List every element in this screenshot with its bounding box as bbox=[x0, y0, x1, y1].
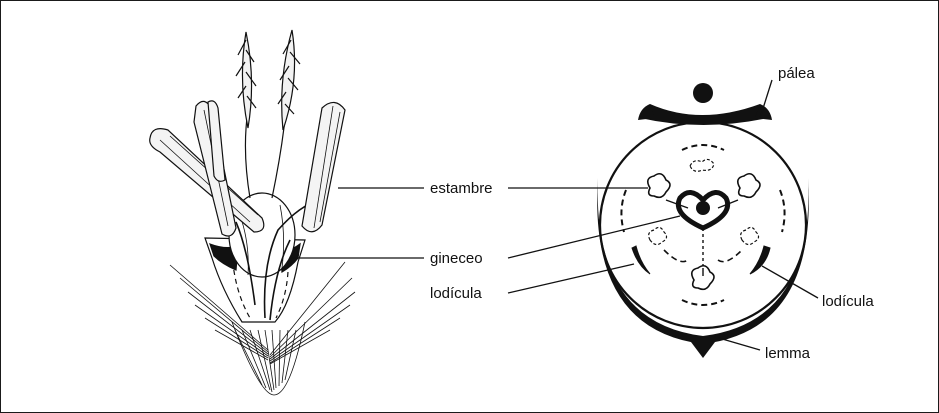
floret-illustration bbox=[150, 30, 355, 395]
label-lodicula-left: lodícula bbox=[430, 285, 482, 302]
stigmas bbox=[236, 30, 300, 198]
floral-diagram bbox=[597, 83, 809, 358]
label-gineceo: gineceo bbox=[430, 250, 483, 267]
lodicule-left bbox=[632, 246, 650, 274]
lodicule-right bbox=[750, 246, 770, 274]
label-palea: pálea bbox=[778, 65, 815, 82]
label-estambre: estambre bbox=[430, 180, 493, 197]
axis-dot bbox=[693, 83, 713, 103]
stamens bbox=[648, 174, 760, 290]
label-lemma: lemma bbox=[765, 345, 811, 362]
gynoecium bbox=[678, 192, 727, 268]
palea-shape bbox=[640, 104, 768, 125]
label-lodicula-right: lodícula bbox=[822, 293, 874, 310]
